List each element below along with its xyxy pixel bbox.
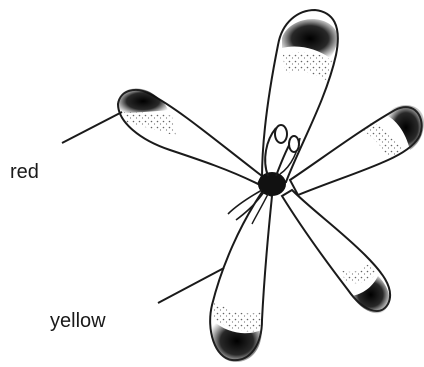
petal-bottom bbox=[210, 192, 272, 362]
petal-upper-left bbox=[118, 88, 262, 184]
label-red: red bbox=[10, 162, 39, 182]
petal-lower-right bbox=[282, 190, 390, 313]
leader-line-red bbox=[62, 112, 122, 143]
label-yellow: yellow bbox=[50, 311, 106, 331]
